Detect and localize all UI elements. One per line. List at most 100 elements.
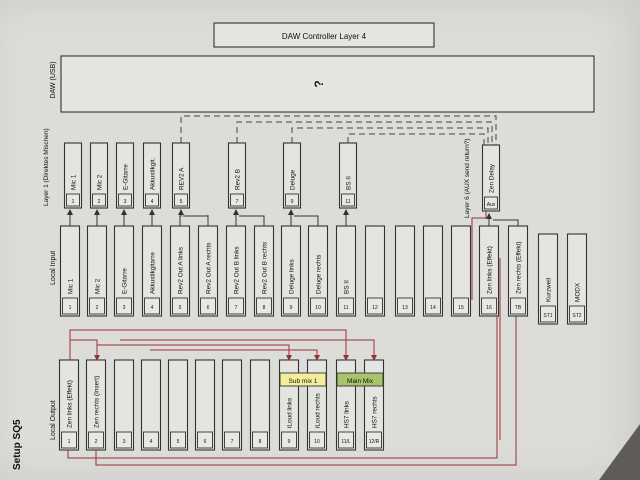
output-channel-8-number-tab — [252, 431, 268, 449]
output-channel-4-number: 4 — [150, 439, 153, 445]
layer1-channel-7-name: Deluge — [290, 169, 297, 190]
output-channel-10-number-tab — [309, 431, 325, 449]
input-channel-14-box — [422, 225, 444, 317]
output-channel-10-name: iLoud rechts — [315, 393, 322, 428]
output-channel-7-number: 7 — [231, 439, 234, 445]
input-channel-15-number-tab — [453, 297, 469, 315]
input-channel-18-number: ST1 — [543, 313, 552, 319]
input-channel-11-number: 11 — [343, 305, 348, 311]
dashed-return-2 — [236, 121, 493, 145]
title-box: DAW Controller Layer 4 — [213, 22, 435, 48]
layer6-aux-channel-number-tab — [484, 196, 498, 210]
red-zen-left-return — [67, 316, 498, 459]
output-channel-2-name: Zen rechts (Insert) — [94, 376, 101, 428]
input-channel-8-name: Rev2 Out B rechts — [262, 242, 269, 294]
output-channel-12-name: HS7 rechts — [372, 396, 379, 428]
output-channel-4-number-tab — [143, 431, 159, 449]
input-channel-14-number-tab — [425, 297, 441, 315]
output-channel-7-number-tab — [224, 431, 240, 449]
wire-zen-right-aux — [493, 219, 519, 226]
layer1-channel-1-box — [63, 142, 83, 209]
red-aux-down — [471, 211, 487, 300]
red-out12-top — [69, 339, 100, 361]
input-channel-3-name: E-Gitarre — [122, 268, 129, 294]
input-channel-2-name: Mic 2 — [95, 278, 102, 294]
dashed-return-3 — [291, 127, 489, 145]
wire-rev2a-right — [183, 215, 209, 226]
output-channel-12-number-tab — [366, 431, 382, 449]
output-channel-8: 8 — [249, 359, 271, 451]
input-channel-8-number-tab — [256, 297, 272, 315]
input-channel-1-number-tab — [62, 297, 78, 315]
output-channel-10-number: 10 — [314, 439, 320, 445]
output-channel-6: 6 — [194, 359, 216, 451]
output-channel-7-box — [221, 359, 243, 451]
daw-label: DAW (USB) — [50, 61, 57, 98]
local-input-label: Local Input — [50, 251, 57, 285]
output-channel-5-box — [167, 359, 189, 451]
setup-label: Setup SQ5 — [12, 419, 23, 470]
sub-mix-label-box: Sub mix 1 — [279, 372, 327, 387]
title-text: DAW Controller Layer 4 — [282, 32, 367, 41]
input-channel-19-number-tab — [569, 305, 585, 323]
layer1-channel-1-number-tab — [66, 193, 80, 207]
input-channel-5-number: 5 — [179, 305, 182, 311]
input-channel-10-number-tab — [310, 297, 326, 315]
output-channel-9-number-tab — [281, 431, 297, 449]
input-channel-12-number: 12 — [372, 305, 378, 311]
input-channel-14: 14 — [422, 225, 444, 317]
input-channel-19-name: MODX — [575, 282, 582, 302]
layer1-channel-2-box — [89, 142, 109, 209]
main-mix-label-box: Main Mix — [336, 372, 384, 387]
layer1-channel-3-number-tab — [118, 193, 132, 207]
output-channel-2: 2 Zen rechts (Insert) — [85, 359, 107, 451]
layer1-channel-3-number: 3 — [124, 199, 127, 205]
input-channel-15: 15 — [450, 225, 472, 317]
input-channel-5-name: Rev2 Out A links — [178, 247, 185, 294]
output-channel-1-number-tab — [61, 431, 77, 449]
output-channel-8-box — [249, 359, 271, 451]
input-channel-2-number: 2 — [96, 305, 99, 311]
input-channel-10-name: Deluge rechts — [316, 255, 323, 294]
input-channel-16-number: 16 — [486, 305, 492, 311]
layer1-channel-2-name: Mic 2 — [97, 174, 104, 190]
input-channel-13-number-tab — [397, 297, 413, 315]
output-channel-5: 5 — [167, 359, 189, 451]
dashed-return-4 — [347, 133, 485, 145]
input-channel-3: 3E-Gitarre — [113, 225, 135, 317]
output-channel-2-number: 2 — [95, 439, 98, 445]
daw-question-mark: ? — [312, 80, 326, 87]
input-channel-13-number: 13 — [402, 305, 408, 311]
dashed-return-1 — [180, 115, 497, 145]
input-channel-12-number-tab — [367, 297, 383, 315]
output-channel-3-box — [113, 359, 135, 451]
layer1-label-text: Layer 1 (Direktes Mischen) — [43, 128, 50, 206]
input-channel-7-number-tab — [228, 297, 244, 315]
layer1-channel-4-name: Akkustikgit. — [150, 157, 157, 190]
output-channel-3-number: 3 — [123, 439, 126, 445]
input-channel-12: 12 — [364, 225, 386, 317]
output-channel-7: 7 — [221, 359, 243, 451]
input-channel-19-box — [566, 233, 588, 325]
input-channel-6-number: 6 — [207, 305, 210, 311]
sub-mix-label: Sub mix 1 — [289, 378, 318, 385]
input-channel-16-number-tab — [481, 297, 497, 315]
layer1-channel-8-number: 11 — [345, 199, 350, 205]
layer1-channel-5-number-tab — [174, 193, 188, 207]
input-channel-1-name: Mic 1 — [68, 278, 75, 294]
output-channel-9-name: iLoud links — [287, 398, 294, 428]
layer1-channel-6-name: Rev2 B — [235, 169, 242, 190]
input-channel-11-number-tab — [338, 297, 354, 315]
red-main-mix-right — [120, 339, 377, 361]
layer1-channel-2-number-tab — [92, 193, 106, 207]
output-channel-3-number-tab — [116, 431, 132, 449]
